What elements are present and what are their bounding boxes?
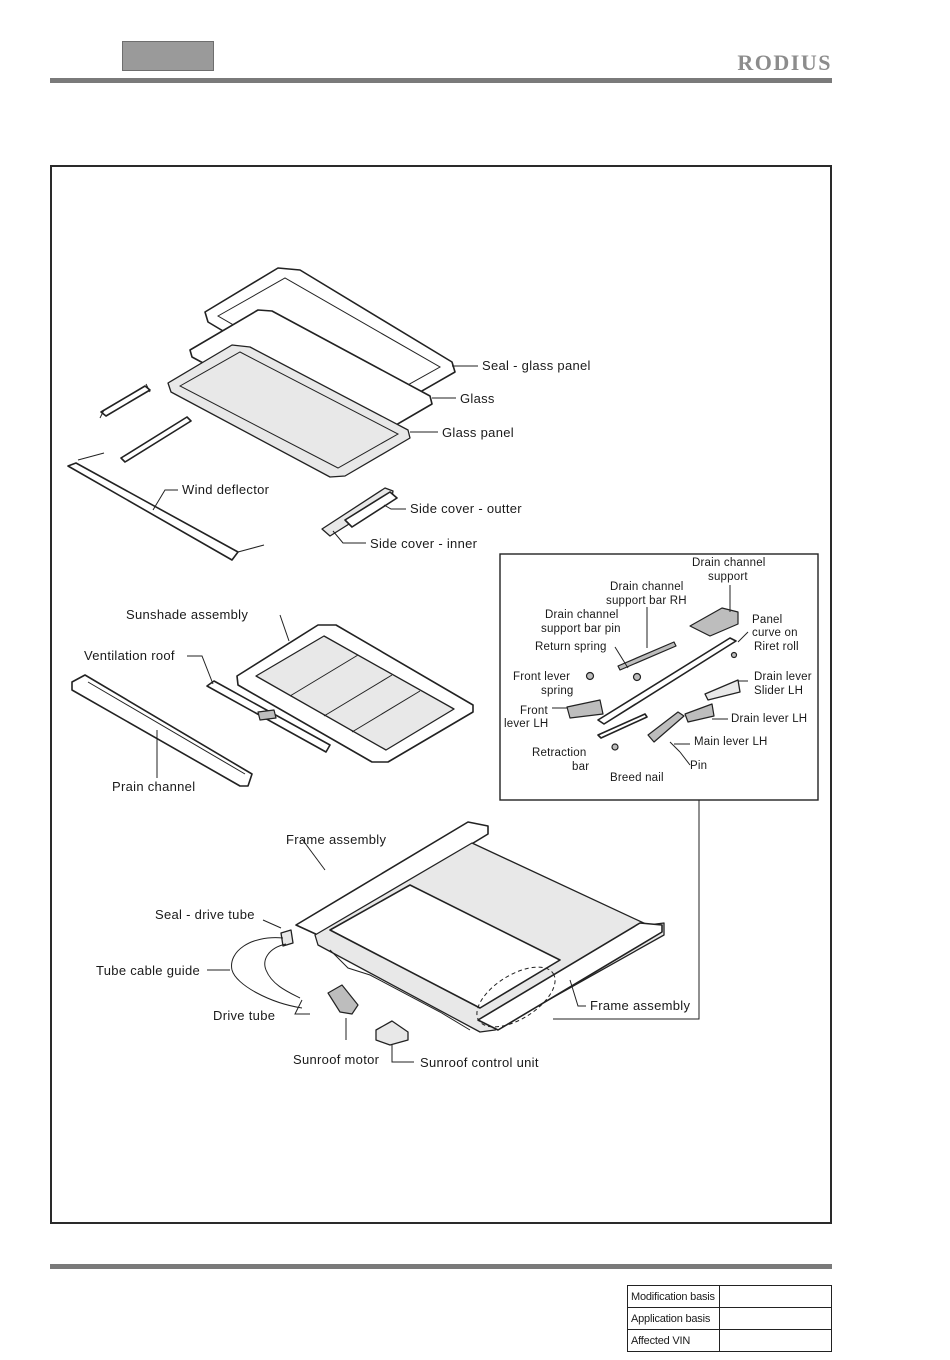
label-drive-tube: Drive tube <box>213 1008 275 1023</box>
glass-panel-part <box>167 344 411 478</box>
label-front-lever-lh-2: lever LH <box>504 718 548 730</box>
diagram-frame <box>50 165 832 1224</box>
table-row: Application basis <box>627 1307 832 1330</box>
label-main-lever-lh: Main lever LH <box>694 736 768 748</box>
label-frame-assembly-right: Frame assembly <box>590 998 690 1013</box>
label-frame-assembly-top: Frame assembly <box>286 832 386 847</box>
header-tab <box>122 41 214 71</box>
deflector-bracket-upper <box>99 383 151 419</box>
label-drain-channel-support-2: support <box>708 571 748 583</box>
label-drain-channel-support-bar-pin-1: Drain channel <box>545 609 619 621</box>
label-drain-lever-lh: Drain lever LH <box>731 713 807 725</box>
side-cover-parts <box>321 487 398 537</box>
label-side-cover-outter: Side cover - outter <box>410 501 522 516</box>
label-seal-glass-panel: Seal - glass panel <box>482 358 591 373</box>
label-return-spring: Return spring <box>535 641 607 653</box>
label-front-lever-lh-1: Front <box>520 705 548 717</box>
detail-parts <box>566 607 741 753</box>
label-retraction-bar-1: Retraction <box>532 747 586 759</box>
label-riret-roll: Riret roll <box>754 641 799 653</box>
label-prain-channel: Prain channel <box>112 779 195 794</box>
label-side-cover-inner: Side cover - inner <box>370 536 478 551</box>
affected-vin-label: Affected VIN <box>627 1329 720 1352</box>
header-rule <box>50 78 832 83</box>
label-seal-drive-tube: Seal - drive tube <box>155 907 255 922</box>
detail-callout-ellipse <box>476 966 556 1028</box>
label-drain-lever-slider-lh-2: Slider LH <box>754 685 803 697</box>
label-retraction-bar-2: bar <box>572 761 589 773</box>
deflector-bracket-lower <box>120 416 192 463</box>
frame-assembly-part <box>295 821 665 1033</box>
wind-deflector-part <box>67 452 265 561</box>
label-glass: Glass <box>460 391 495 406</box>
table-row: Modification basis <box>627 1285 832 1308</box>
modification-table: Modification basis Application basis Aff… <box>627 1285 832 1352</box>
ventilation-roof-part <box>206 680 331 753</box>
drive-parts <box>231 929 409 1046</box>
prain-channel-part <box>71 674 253 787</box>
label-sunroof-motor: Sunroof motor <box>293 1052 380 1067</box>
label-drain-channel-support-bar-rh-2: support bar RH <box>606 595 687 607</box>
label-pin: Pin <box>690 760 707 772</box>
label-panel-curve-on-1: Panel <box>752 614 782 626</box>
brand-logo: RODIUS <box>737 50 832 75</box>
label-drain-channel-support-bar-pin-2: support bar pin <box>541 623 621 635</box>
label-panel-curve-on-2: curve on <box>752 627 798 639</box>
label-drain-lever-slider-lh-1: Drain lever <box>754 671 812 683</box>
label-drain-channel-support-bar-rh-1: Drain channel <box>610 581 684 593</box>
label-tube-cable-guide: Tube cable guide <box>96 963 200 978</box>
label-sunroof-control-unit: Sunroof control unit <box>420 1055 539 1070</box>
label-glass-panel: Glass panel <box>442 425 514 440</box>
table-row: Affected VIN <box>627 1329 832 1352</box>
sunshade-assembly-part <box>236 624 474 763</box>
label-front-lever-spring-1: Front lever <box>513 671 570 683</box>
label-sunshade-assembly: Sunshade assembly <box>126 607 248 622</box>
affected-vin-value <box>719 1329 832 1352</box>
application-basis-label: Application basis <box>627 1307 720 1330</box>
label-breed-nail: Breed nail <box>610 772 664 784</box>
label-ventilation-roof: Ventilation roof <box>84 648 175 663</box>
detail-box <box>499 553 819 801</box>
application-basis-value <box>719 1307 832 1330</box>
label-drain-channel-support-1: Drain channel <box>692 557 766 569</box>
label-front-lever-spring-2: spring <box>541 685 574 697</box>
modification-basis-label: Modification basis <box>627 1285 720 1308</box>
label-wind-deflector: Wind deflector <box>182 482 270 497</box>
footer-rule <box>50 1264 832 1269</box>
modification-basis-value <box>719 1285 832 1308</box>
